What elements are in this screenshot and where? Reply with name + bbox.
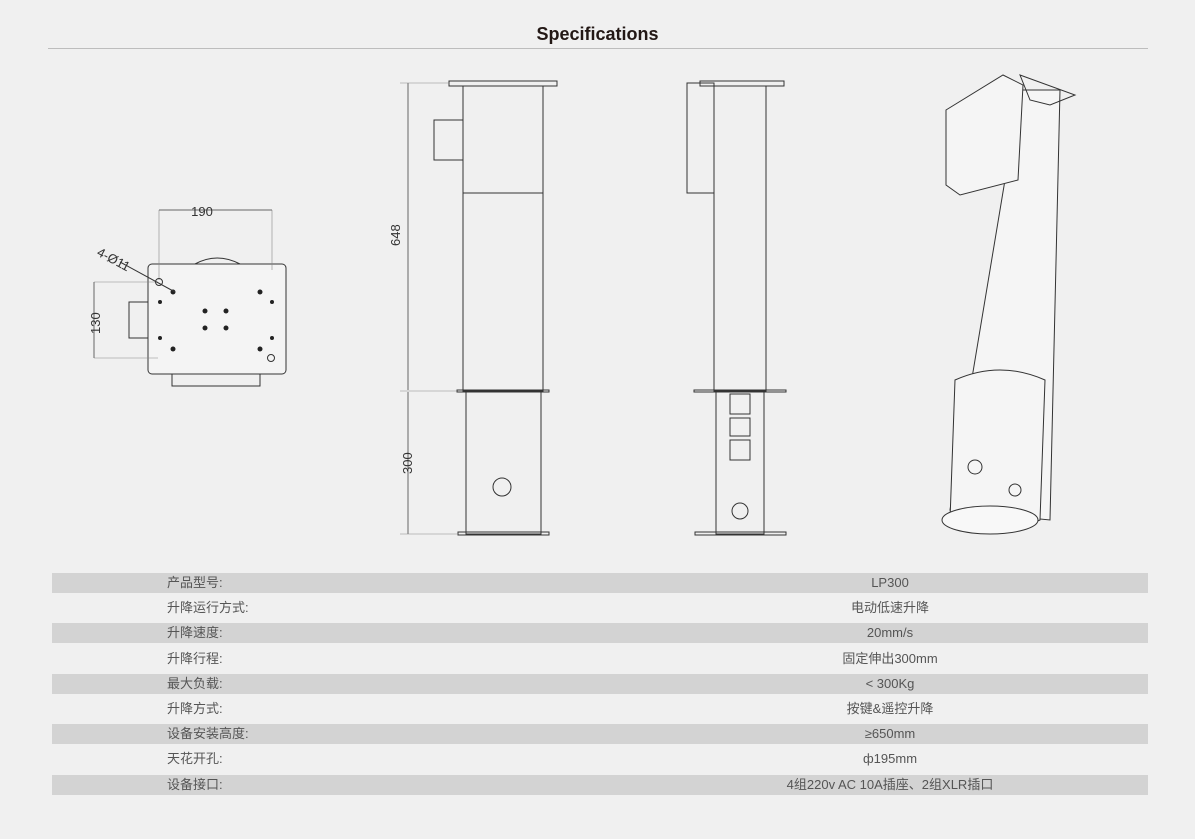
width-dimension: 190 xyxy=(191,204,213,219)
technical-drawings: 190 4-Ø11 130 648 300 xyxy=(88,74,1077,536)
spec-label: 升降行程: xyxy=(167,650,223,666)
spec-label: 设备接口: xyxy=(167,776,223,792)
spec-value: 4组220v AC 10A插座、2组XLR插口 xyxy=(786,776,994,792)
spec-label: 产品型号: xyxy=(167,575,223,590)
top-view-drawing: 190 4-Ø11 130 xyxy=(88,204,287,387)
spec-row: 升降运行方式: 电动低速升降 xyxy=(52,598,1148,618)
spec-row: 升降速度: 20mm/s xyxy=(52,623,1148,644)
spec-row: 设备安装高度: ≥650mm xyxy=(52,724,1148,745)
spec-row: 升降方式: 按键&遥控升降 xyxy=(52,699,1148,719)
spec-value: 20mm/s xyxy=(866,625,914,641)
page-title: Specifications xyxy=(536,24,659,44)
spec-value: LP300 xyxy=(871,575,909,590)
spec-label: 升降速度: xyxy=(167,625,223,641)
height-dimension: 130 xyxy=(88,312,103,334)
hole-dimension: 4-Ø11 xyxy=(95,244,133,274)
spec-label: 升降方式: xyxy=(167,700,223,716)
spec-value: ф195mm xyxy=(862,751,918,767)
spec-row: 产品型号: LP300 xyxy=(52,573,1148,593)
lower-height-dimension: 300 xyxy=(400,452,415,474)
front-view-drawing: 648 300 xyxy=(388,80,558,536)
spec-label: 最大负载: xyxy=(167,675,223,691)
upper-height-dimension: 648 xyxy=(388,224,403,246)
spec-value: < 300Kg xyxy=(865,675,915,691)
spec-table: 产品型号: LP300 升降运行方式: 电动低速升降 升降速度: 20mm/s 升降行… xyxy=(52,573,1148,800)
spec-row: 天花开孔: ф195mm xyxy=(52,749,1148,769)
spec-value: 固定伸出300mm xyxy=(842,650,938,666)
spec-label: 天花开孔: xyxy=(167,751,223,767)
spec-value: 电动低速升降 xyxy=(850,600,930,616)
spec-label: 升降运行方式: xyxy=(167,600,249,616)
spec-label: 设备安装高度: xyxy=(167,726,249,742)
title-divider xyxy=(48,48,1148,49)
spec-row: 最大负载: < 300Kg xyxy=(52,673,1148,694)
side-view-drawing xyxy=(686,80,787,536)
spec-value: 按键&遥控升降 xyxy=(846,700,934,716)
spec-row: 升降行程: 固定伸出300mm xyxy=(52,649,1148,669)
spec-row: 设备接口: 4组220v AC 10A插座、2组XLR插口 xyxy=(52,774,1148,795)
spec-value: ≥650mm xyxy=(864,726,916,742)
isometric-view-drawing xyxy=(941,74,1077,535)
